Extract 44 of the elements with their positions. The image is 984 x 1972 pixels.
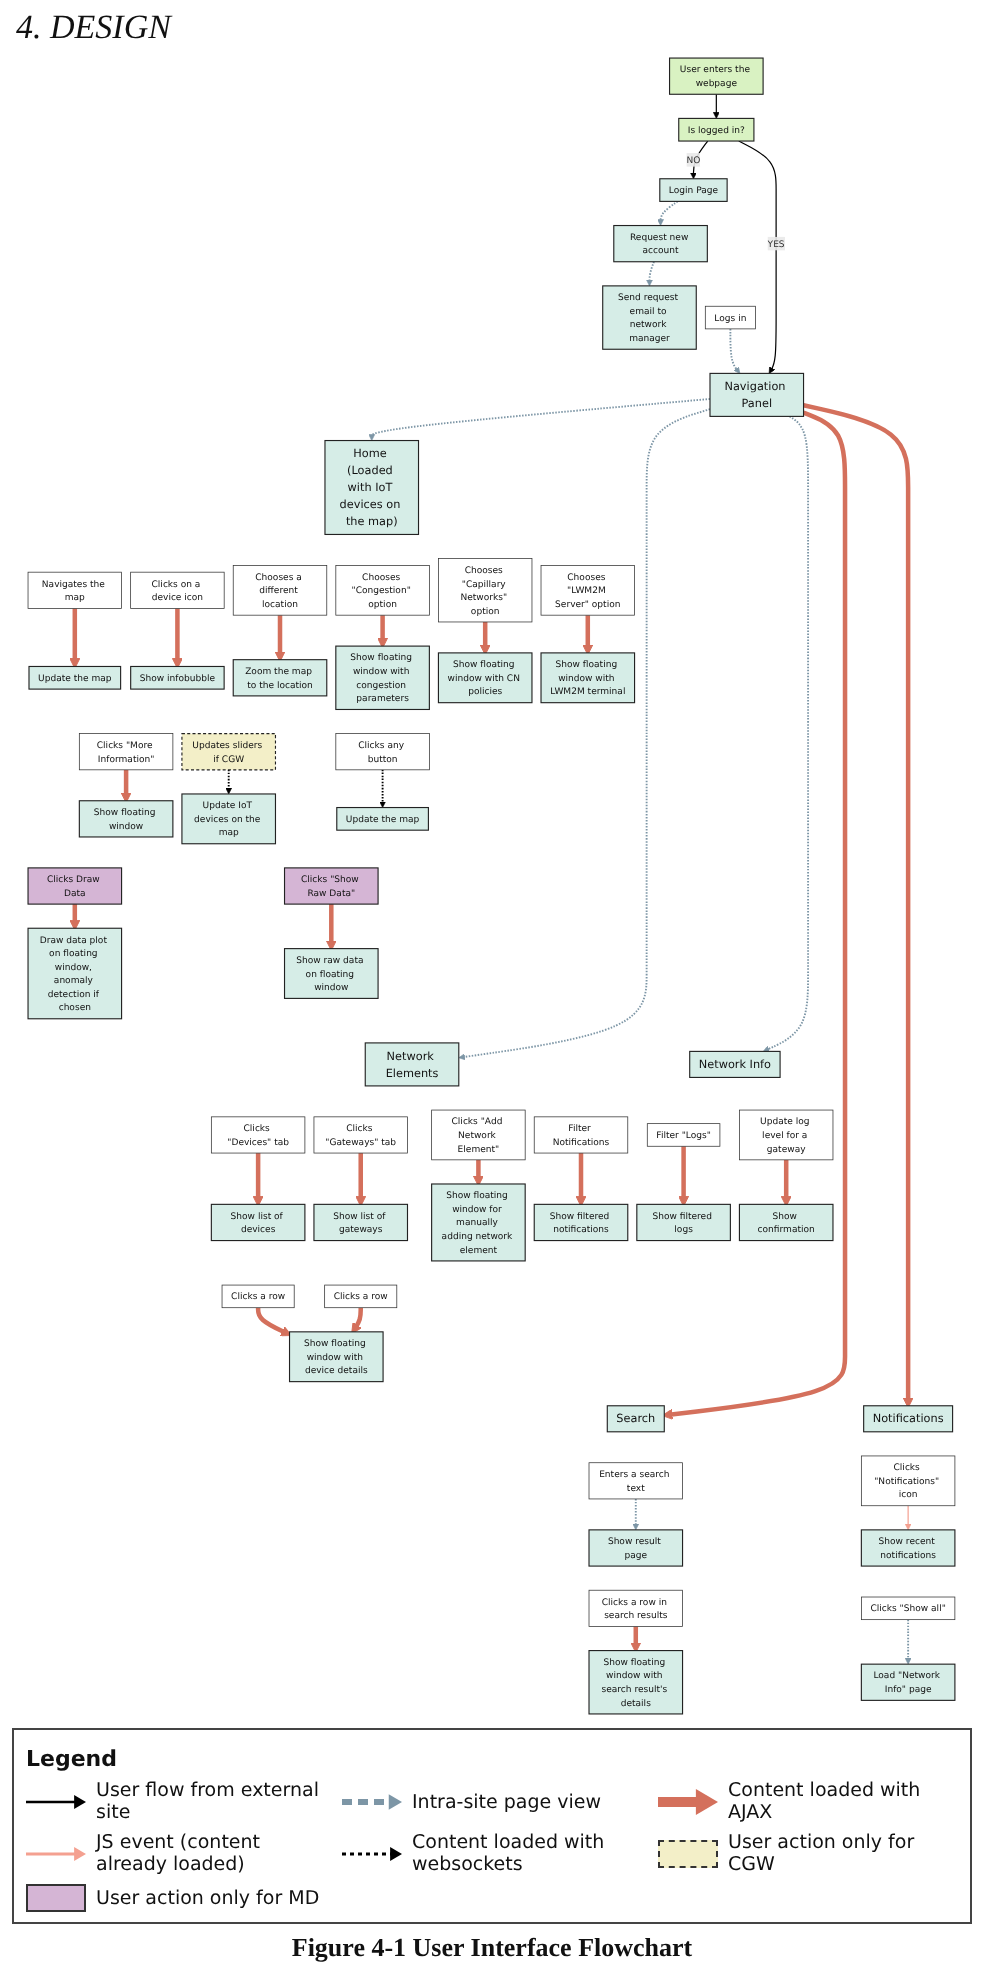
arrow — [630, 1626, 642, 1654]
arrow — [633, 1498, 640, 1531]
arrow — [459, 408, 712, 1061]
arrow — [172, 608, 184, 669]
figure-caption: Figure 4-1 User Interface Flowchart — [291, 1932, 693, 1964]
arrow — [781, 1159, 793, 1207]
arrow — [729, 327, 741, 374]
arrow — [690, 140, 709, 180]
arrow — [657, 200, 679, 226]
arrow — [473, 1159, 485, 1187]
arrow — [256, 1307, 293, 1337]
arrow — [351, 1307, 364, 1334]
arrow — [905, 1618, 912, 1665]
arrow — [582, 615, 594, 656]
arrow — [713, 93, 721, 119]
arrow — [738, 140, 778, 374]
arrow — [225, 768, 233, 795]
arrow — [379, 768, 387, 808]
legend-label: User action only for CGW — [728, 1832, 917, 1876]
legend-label: Intra-site page view — [412, 1791, 602, 1813]
arrow — [678, 1146, 690, 1207]
arrow — [646, 260, 656, 287]
legend-label: Content loaded with AJAX — [728, 1780, 923, 1824]
arrow — [69, 608, 81, 669]
arrow — [905, 1505, 912, 1531]
arrow — [480, 621, 492, 656]
arrow — [576, 1153, 587, 1207]
arrow — [377, 615, 389, 649]
arrow — [355, 1153, 367, 1207]
legend-label: Content loaded with websockets — [412, 1832, 607, 1876]
arrow — [326, 903, 338, 952]
arrow — [662, 410, 848, 1420]
arrow — [69, 903, 81, 931]
arrow — [275, 615, 286, 663]
legend-label: JS event (content already loaded) — [96, 1832, 263, 1876]
arrow — [803, 403, 915, 1409]
arrow — [253, 1153, 265, 1207]
arrow — [368, 398, 712, 441]
section-heading: 4. DESIGN — [16, 8, 171, 48]
legend-label: User action only for MD — [96, 1887, 320, 1909]
arrow — [763, 415, 810, 1052]
legend-title: Legend — [26, 1746, 118, 1774]
arrow — [121, 769, 133, 804]
legend-label: User flow from external site — [96, 1780, 321, 1824]
